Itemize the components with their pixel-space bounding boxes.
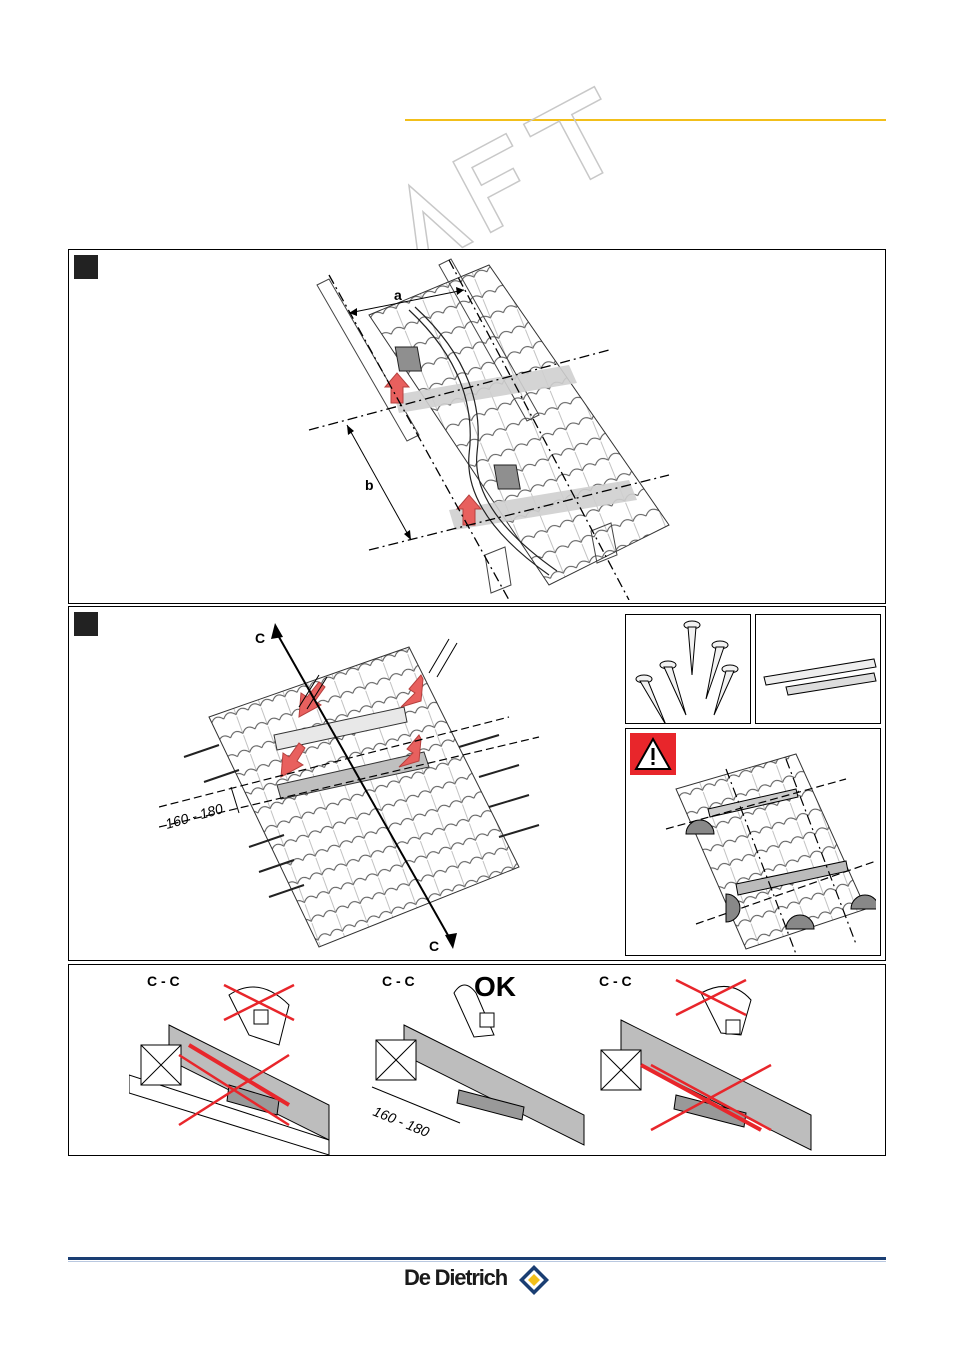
warning-box	[625, 728, 881, 956]
rails-icon	[756, 615, 880, 723]
step-1-badge	[74, 255, 98, 279]
view-2-spacing: 160 - 180	[371, 1103, 432, 1140]
footer-rule	[68, 1257, 886, 1260]
kit-screws-box	[625, 614, 751, 724]
draft-watermark	[300, 70, 820, 270]
step-2-badge	[74, 612, 98, 636]
brand-logo: De Dietrich	[400, 1262, 560, 1298]
section-view-1: C - C	[129, 965, 369, 1155]
dim-b-label: b	[365, 477, 374, 493]
rail-install-diagram: C C 160 - 180	[159, 617, 559, 957]
roof-measure-diagram: a b	[299, 255, 719, 600]
kit-rails-box	[755, 614, 881, 724]
brand-diamond-icon	[518, 1264, 550, 1296]
rail-position-diagram	[646, 749, 876, 954]
section-view-3: C - C	[581, 965, 841, 1155]
cross-section-panel: C - C C - C OK 160 - 180	[68, 964, 886, 1156]
section-c-bottom: C	[429, 938, 439, 954]
step-1-panel: a b	[68, 249, 886, 604]
screws-icon	[626, 615, 750, 723]
section-c-top: C	[255, 630, 265, 646]
dim-a-label: a	[394, 287, 402, 303]
section-view-2: C - C OK 160 - 180	[364, 965, 614, 1155]
spacing-dim: 160 - 180	[163, 800, 224, 832]
brand-name: De Dietrich	[404, 1265, 507, 1291]
step-2-panel: C C 160 - 180	[68, 606, 886, 961]
